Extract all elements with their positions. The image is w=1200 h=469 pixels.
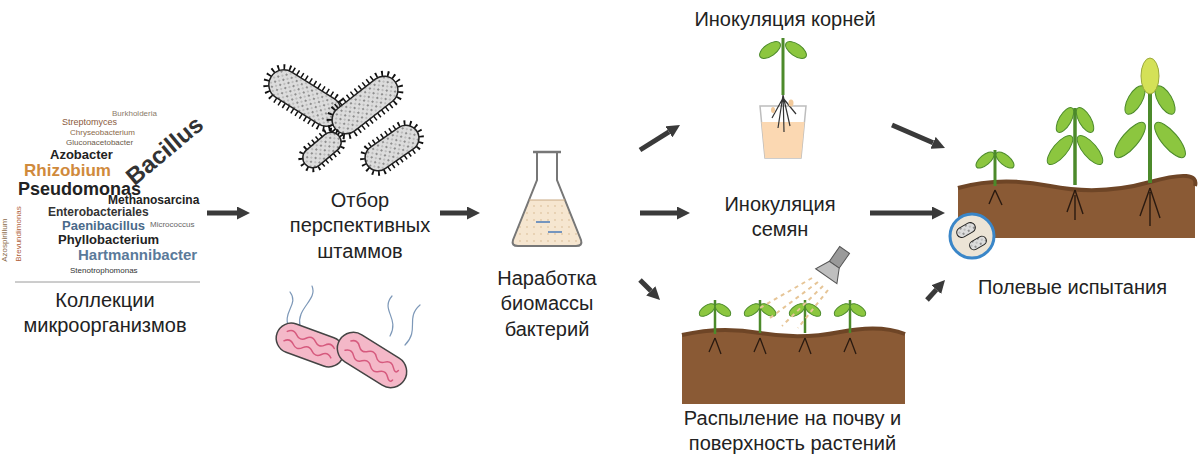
process-stage: Инокуляция корней — [680, 5, 892, 165]
flow-arrow — [207, 211, 237, 216]
organism-name: Chryseobacterium — [70, 129, 135, 138]
organism-name: Gluconacetobacter — [66, 139, 133, 148]
bacteria-rods — [263, 64, 424, 176]
organism-name: Brevundimonas — [15, 206, 24, 262]
organism-name: Azobacter — [50, 148, 113, 162]
organism-name: Hartmannibacter — [78, 247, 197, 264]
flask — [513, 152, 582, 246]
stage-label: Инокуляция корней — [680, 7, 890, 32]
stage-label: Коллекции микроорганизмов — [5, 288, 205, 339]
flow-arrow — [870, 211, 932, 216]
flow-arrow — [640, 211, 677, 216]
organism-name: Paenibacillus — [62, 219, 145, 233]
organism-name: Bacillus — [121, 111, 208, 190]
spray-soil — [682, 243, 905, 404]
flow-arrow — [927, 290, 936, 300]
organism-name: Stenotrophomonas — [70, 267, 138, 276]
organism-name: Enterobacteriales — [48, 206, 149, 219]
organism-name: Burkholderia — [112, 110, 157, 119]
organism-name: Phyllobacterium — [58, 233, 159, 247]
root-inoculation — [757, 38, 810, 158]
flow-arrow — [892, 125, 933, 143]
process-stage: Инокуляция семян — [690, 188, 870, 253]
flow-arrow — [440, 211, 467, 216]
divider-line — [15, 282, 200, 283]
stage-label: Отбор перспективных штаммов — [285, 188, 435, 264]
process-stage: Распыление на почву и поверхность растен… — [660, 262, 927, 463]
process-stage: Полевые испытания — [945, 45, 1197, 315]
organism-name: Micrococcus — [150, 221, 194, 230]
process-stage: Коллекции микроорганизмов — [5, 110, 207, 345]
organism-name: Streptomyces — [62, 118, 117, 128]
stage-label: Распыление на почву и поверхность растен… — [660, 406, 925, 457]
stage-label: Наработка биомассы бактерий — [482, 266, 612, 342]
organism-name: Azospirillum — [1, 219, 10, 262]
process-stage: Отбор перспективных штаммов — [250, 55, 440, 400]
flow-arrow — [640, 280, 651, 291]
stage-label: Полевые испытания — [950, 275, 1195, 300]
process-stage: Наработка биомассы бактерий — [480, 140, 640, 350]
flow-arrow — [640, 132, 669, 150]
flagellated-bacteria — [272, 286, 420, 394]
organism-name: Rhizobium — [24, 162, 111, 181]
stage-label: Инокуляция семян — [705, 192, 855, 243]
field-trial — [950, 58, 1195, 258]
